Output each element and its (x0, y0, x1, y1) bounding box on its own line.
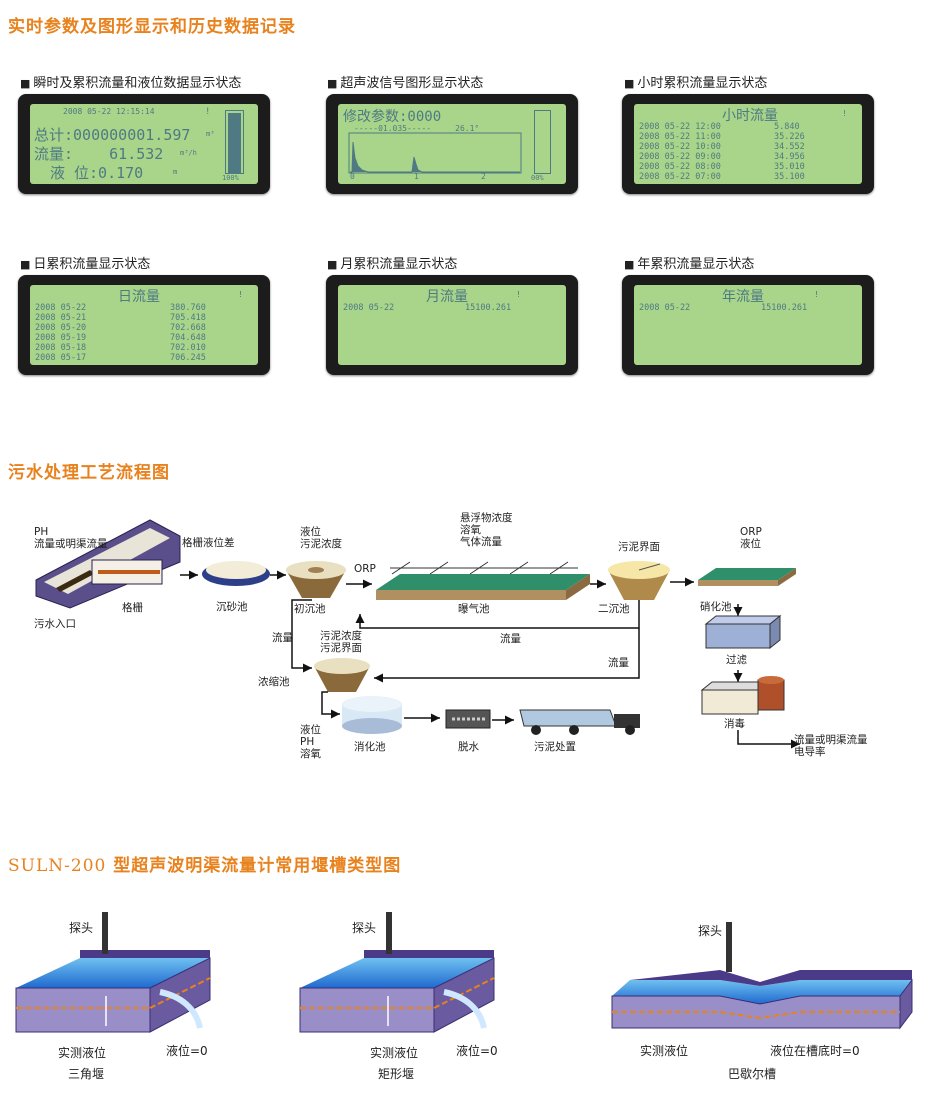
lcd-row-value: 706.245 (170, 353, 206, 363)
sludge-truck (519, 709, 640, 735)
lcd-row-value: 35.226 (774, 132, 805, 142)
lcd-row-date: 2008 05-19 (35, 333, 87, 343)
lcd-row-date: 2008 05-20 (35, 323, 87, 333)
panel-caption-yearly: 年累积流量显示状态 (624, 253, 754, 272)
lcd-row-value: 380.760 (170, 303, 206, 313)
lcd-row-value: 702.668 (170, 323, 206, 333)
lcd-row-date: 2008 05-22 (35, 303, 87, 313)
section-title-realtime: 实时参数及图形显示和历史数据记录 (8, 17, 296, 37)
lcd-row-date: 2008 05-22 10:00 (639, 142, 721, 152)
nitrification-tank (698, 568, 796, 586)
level-bar (225, 110, 244, 174)
lcd-row-date: 2008 05-21 (35, 313, 87, 323)
inlet-channel (35, 519, 181, 609)
lcd-row-value: 704.648 (170, 333, 206, 343)
digester (342, 696, 402, 734)
lcd-row-value: 34.956 (774, 152, 805, 162)
lcd-row-date: 2008 05-22 08:00 (639, 162, 721, 172)
lcd-row-value: 15100.261 (761, 303, 808, 313)
echo-waveform (348, 132, 522, 174)
lcd-row-date: 2008 05-22 11:00 (639, 132, 721, 142)
panel-caption-instant: 瞬时及累积流量和液位数据显示状态 (20, 72, 241, 91)
lcd-row-date: 2008 05-22 09:00 (639, 152, 721, 162)
lcd-row-value: 34.552 (774, 142, 805, 152)
lcd-row-date: 2008 05-22 (343, 303, 395, 313)
triangular-weir (15, 912, 211, 1033)
section-title-process: 污水处理工艺流程图 (8, 463, 170, 483)
weir-diagrams (15, 912, 913, 1033)
lcd-row-value: 35.100 (774, 172, 805, 182)
panel-caption-hourly: 小时累积流量显示状态 (624, 72, 767, 91)
lcd-row-date: 2008 05-17 (35, 353, 87, 363)
lcd-row-date: 2008 05-22 07:00 (639, 172, 721, 182)
lcd-instant: 2008 05-22 12:15:14 ! 总计:000000001.597 m… (18, 94, 270, 194)
section-title-weirs: SULN-200 型超声波明渠流量计常用堰槽类型图 (8, 856, 402, 876)
panel-caption-ultrasonic: 超声波信号图形显示状态 (327, 72, 483, 91)
lcd-row-value: 702.010 (170, 343, 206, 353)
lcd-row-value: 35.010 (774, 162, 805, 172)
lcd-row-value: 705.418 (170, 313, 206, 323)
signal-bar (534, 110, 551, 174)
thickener (314, 658, 370, 692)
lcd-row-value: 5.840 (774, 122, 800, 132)
lcd-ultrasonic: 修改参数:0000 -----01.035----- 26.1° 0 1 2 0… (326, 94, 578, 194)
lcd-row-date: 2008 05-18 (35, 343, 87, 353)
aeration-basin (376, 561, 590, 600)
lcd-row-date: 2008 05-22 12:00 (639, 122, 721, 132)
filter-building (704, 614, 782, 650)
lcd-row-date: 2008 05-22 (639, 303, 691, 313)
disinfection-building (700, 676, 785, 715)
panel-caption-monthly: 月累积流量显示状态 (327, 253, 457, 272)
panel-caption-daily: 日累积流量显示状态 (20, 253, 150, 272)
grit-chamber (202, 561, 270, 586)
dewatering-unit (445, 709, 491, 729)
rectangular-weir (299, 912, 495, 1033)
process-flow-diagram (35, 519, 800, 749)
lcd-row-value: 15100.261 (465, 303, 512, 313)
secondary-clarifier (608, 561, 670, 600)
parshall-flume (611, 922, 913, 1030)
primary-clarifier (286, 561, 346, 598)
